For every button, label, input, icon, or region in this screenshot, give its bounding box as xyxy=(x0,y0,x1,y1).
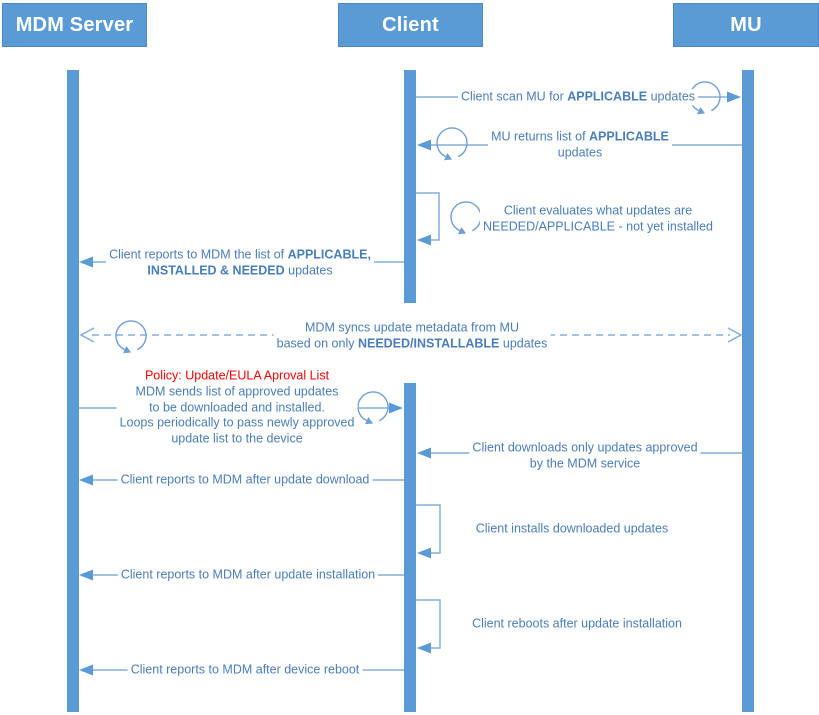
arrowhead-returns xyxy=(417,139,431,151)
message-label-report-reboot: Client reports to MDM after device reboo… xyxy=(127,662,363,678)
loop-icon-sync xyxy=(115,320,147,354)
arrowhead-report-download xyxy=(79,474,93,486)
label-line: Client installs downloaded updates xyxy=(475,521,669,536)
actor-box-mu: MU xyxy=(673,3,819,47)
actor-label-mu: MU xyxy=(730,13,762,36)
self-loop-evaluate xyxy=(416,192,440,241)
arrowhead-scan xyxy=(727,91,741,103)
self-loop-install xyxy=(416,504,441,554)
message-label-scan: Client scan MU for APPLICABLE updates xyxy=(457,89,699,105)
actor-box-mdm-server: MDM Server xyxy=(2,3,147,47)
lifeline-client-lower xyxy=(404,383,416,712)
self-loop-reboot xyxy=(416,599,441,649)
label-line: Client reports to MDM after update insta… xyxy=(120,567,376,582)
arrowhead-report-install xyxy=(79,569,93,581)
arrowhead-policy xyxy=(389,402,403,414)
message-label-sync: MDM syncs update metadata from MU based … xyxy=(273,320,551,352)
policy-title: Policy: Update/EULA Aproval List xyxy=(144,368,330,383)
label-line: Client reports to MDM after update downl… xyxy=(120,472,370,487)
message-label-reboot: Client reboots after update installation xyxy=(469,616,685,632)
label-line: Client scan MU for APPLICABLE updates xyxy=(460,89,696,104)
arrowhead-evaluate xyxy=(417,234,431,246)
label-line: by the MDM service xyxy=(529,456,641,470)
message-label-evaluate: Client evaluates what updates are NEEDED… xyxy=(480,203,716,235)
label-line: Client downloads only updates approved xyxy=(472,440,698,455)
label-line: NEEDED/APPLICABLE - not yet installed xyxy=(483,219,713,233)
loop-icon-evaluate xyxy=(450,201,482,235)
arrowhead-download xyxy=(417,447,431,459)
message-label-install: Client installs downloaded updates xyxy=(472,521,672,537)
label-line: based on only NEEDED/INSTALLABLE updates xyxy=(276,336,548,350)
lifeline-mu xyxy=(742,70,754,712)
lifeline-mdm-server xyxy=(67,70,79,712)
label-line: to be downloaded and installed. xyxy=(149,400,325,415)
actor-label-mdm-server: MDM Server xyxy=(15,13,134,36)
message-label-policy: Policy: Update/EULA Aproval List MDM sen… xyxy=(116,368,358,448)
label-line: INSTALLED & NEEDED updates xyxy=(147,263,333,277)
arrowhead-install xyxy=(417,547,431,559)
label-line: Loops periodically to pass newly approve… xyxy=(119,415,355,430)
actor-label-client: Client xyxy=(382,13,439,36)
label-line: MDM sends list of approved updates xyxy=(135,384,339,399)
message-label-report-list: Client reports to MDM the list of APPLIC… xyxy=(106,247,374,279)
loop-icon-returns xyxy=(436,127,468,161)
label-line: update list to the device xyxy=(171,431,303,446)
label-line: MDM syncs update metadata from MU xyxy=(305,320,519,335)
message-label-report-download: Client reports to MDM after update downl… xyxy=(117,472,373,488)
message-label-download: Client downloads only updates approved b… xyxy=(469,440,701,472)
arrowhead-reboot xyxy=(417,642,431,654)
label-line: updates xyxy=(557,145,603,159)
message-label-returns: MU returns list of APPLICABLE updates xyxy=(488,129,672,161)
arrowhead-report-list xyxy=(79,256,93,268)
actor-box-client: Client xyxy=(338,3,483,47)
lifeline-client-upper xyxy=(404,70,416,303)
arrowhead-sync-right xyxy=(727,327,743,343)
message-label-report-install: Client reports to MDM after update insta… xyxy=(117,567,379,583)
label-line: MU returns list of APPLICABLE xyxy=(491,129,669,144)
label-line: Client reboots after update installation xyxy=(472,616,682,631)
label-line: Client evaluates what updates are xyxy=(503,203,693,218)
arrowhead-sync-left xyxy=(79,327,95,343)
label-line: Client reports to MDM after device reboo… xyxy=(130,662,360,677)
label-line: Client reports to MDM the list of APPLIC… xyxy=(109,247,371,262)
arrowhead-report-reboot xyxy=(79,664,93,676)
